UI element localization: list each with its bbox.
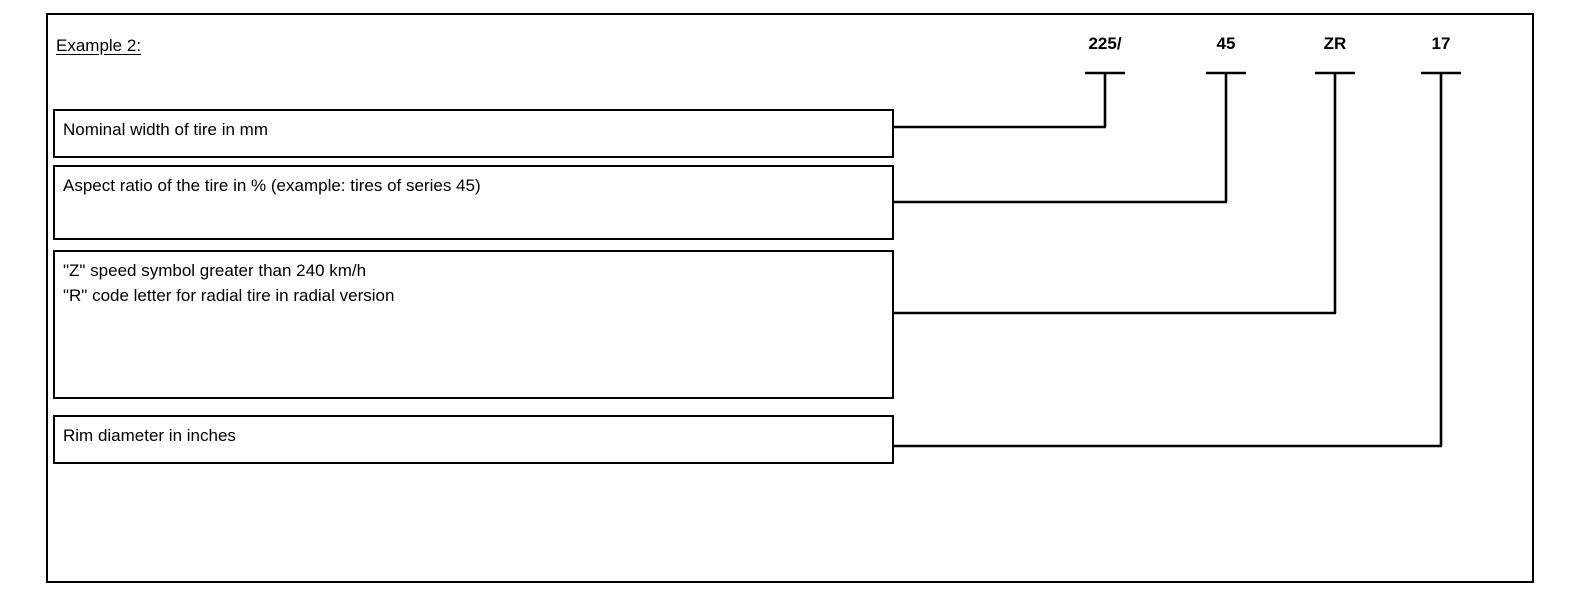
description-box-aspect-ratio: Aspect ratio of the tire in % (example: … bbox=[53, 165, 894, 240]
description-box-speed-construction-text-line1: "Z" speed symbol greater than 240 km/h bbox=[63, 261, 367, 280]
code-label-speed-construction: ZR bbox=[1323, 34, 1347, 53]
page-title: Example 2: bbox=[56, 36, 142, 55]
description-box-speed-construction: "Z" speed symbol greater than 240 km/h "… bbox=[53, 250, 894, 399]
description-box-aspect-ratio-text: Aspect ratio of the tire in % (example: … bbox=[63, 176, 481, 195]
description-box-rim-diameter: Rim diameter in inches bbox=[53, 415, 894, 464]
code-label-rim-diameter: 17 bbox=[1431, 34, 1451, 53]
description-box-speed-construction-text-line2: "R" code letter for radial tire in radia… bbox=[63, 286, 395, 305]
description-box-nominal-width-text: Nominal width of tire in mm bbox=[63, 120, 269, 139]
description-box-rim-diameter-text: Rim diameter in inches bbox=[63, 426, 236, 445]
diagram-outer-frame bbox=[46, 13, 1534, 583]
code-label-aspect-ratio: 45 bbox=[1216, 34, 1236, 53]
code-label-nominal-width: 225/ bbox=[1088, 34, 1122, 53]
description-box-nominal-width: Nominal width of tire in mm bbox=[53, 109, 894, 158]
